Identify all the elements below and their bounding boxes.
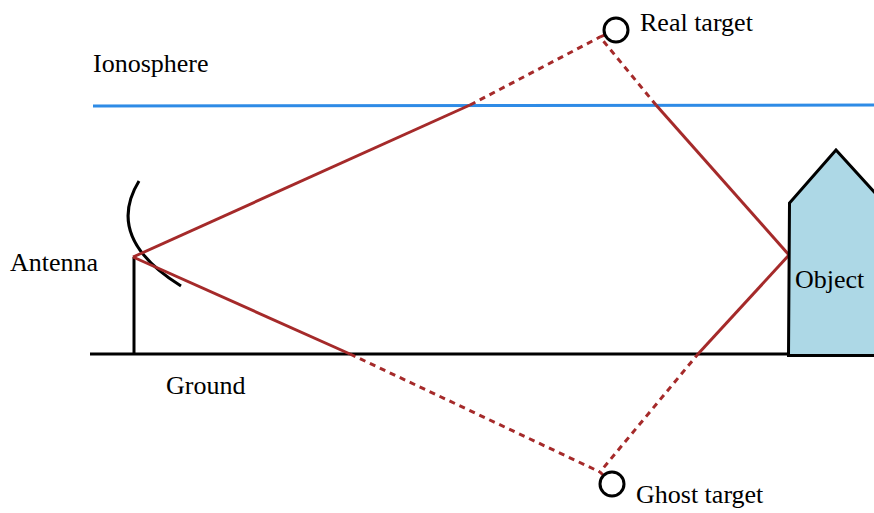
ray-connector [600,35,789,255]
apparent-ray [470,37,600,105]
ground-ray [133,257,350,354]
target-circle [600,472,624,496]
target-circle [597,469,627,499]
target-marker: Ghost target [597,469,766,499]
reflected-ray [698,255,789,354]
apparent-ray [350,354,600,472]
ground-line [90,353,790,356]
ionosphere-line [93,105,874,106]
reflected-ray [656,105,789,255]
object-shape [789,150,874,356]
antenna-mast [133,257,136,354]
node-text: Object [795,265,864,295]
object-outline [787,148,874,357]
apparent-ray [600,354,698,476]
antenna-dish [128,181,181,286]
target-circle [604,18,628,42]
diagram-label: Antenna [10,248,98,278]
diagram-label: Ground [166,371,245,401]
diagram-label: Ionosphere [93,49,209,79]
object-building: Object [787,148,874,357]
node-text: Real target [640,8,753,38]
apparent-ray [600,35,656,105]
target-circle [601,15,631,45]
sky-ray [133,105,470,257]
node-text: Ghost target [636,480,763,510]
ray-connector [600,255,789,476]
target-marker: Real target [601,15,755,45]
